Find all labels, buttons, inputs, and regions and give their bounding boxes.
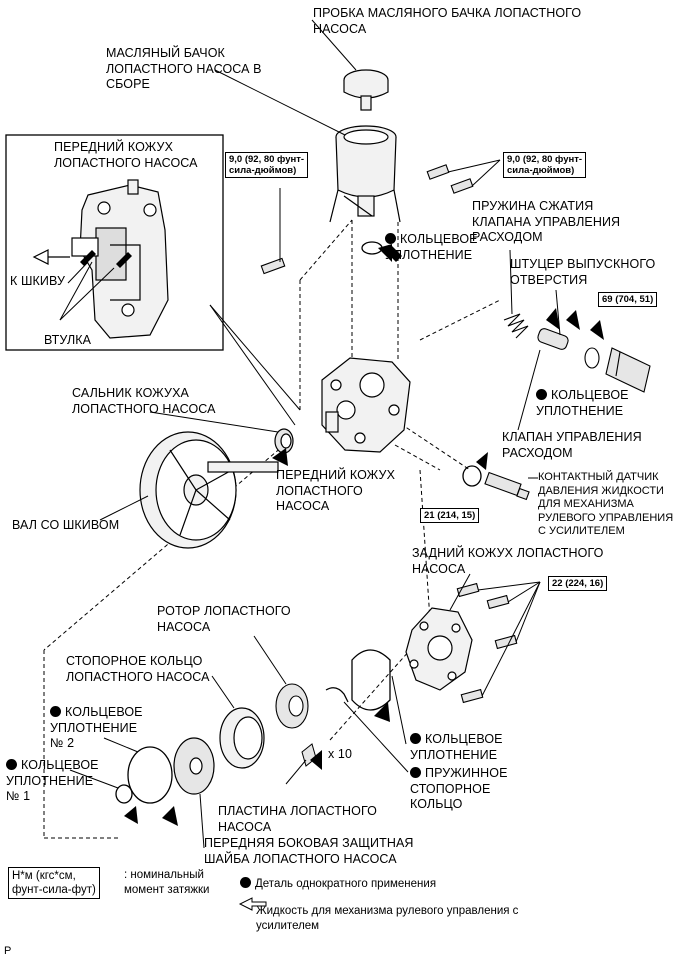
torque-rear: 22 (224, 16) [548, 576, 608, 591]
oring-top-arrow [378, 244, 392, 262]
label-oring-no1-text: КОЛЬЦЕВОЕ УПЛОТНЕНИЕ № 1 [6, 758, 99, 803]
oring-no1-drawing [115, 784, 133, 804]
reservoir-drawing [329, 125, 401, 223]
label-rear-housing: ЗАДНИЙ КОЖУХ ЛОПАСТНОГО НАСОСА [412, 546, 604, 576]
torque-reservoir-right: 9,0 (92, 80 фунт- сила-дюймов) [503, 152, 587, 178]
label-cam-ring: СТОПОРНОЕ КОЛЬЦО ЛОПАСТНОГО НАСОСА [66, 654, 210, 684]
legend-single-use-text: Деталь однократного применения [255, 878, 437, 890]
legend-fluid: Жидкость для механизма рулевого управлен… [256, 905, 519, 932]
label-reservoir-assy: МАСЛЯНЫЙ БАЧОК ЛОПАСТНОГО НАСОСА В СБОРЕ [106, 46, 262, 91]
oil-seal-arrow [272, 448, 288, 466]
alignment-lines [43, 219, 501, 839]
legend-unit-desc: : номинальный момент затяжки [124, 869, 210, 896]
bushing-arrow-1 [80, 250, 96, 266]
single-use-dot [50, 706, 61, 717]
torque-switch: 21 (214, 15) [420, 508, 480, 523]
single-use-dot [536, 389, 547, 400]
reservoir-cap-drawing [343, 69, 389, 111]
single-use-dot [6, 759, 17, 770]
label-oil-seal: САЛЬНИК КОЖУХА ЛОПАСТНОГО НАСОСА [72, 386, 216, 416]
single-use-dot [410, 767, 421, 778]
label-flow-spring: ПРУЖИНА СЖАТИЯ КЛАПАНА УПРАВЛЕНИЯ РАСХОД… [472, 199, 621, 244]
label-snap-ring: ПРУЖИННОЕ СТОПОРНОЕ КОЛЬЦО [410, 766, 508, 813]
side-plate-drawing [173, 737, 215, 795]
label-outlet-union: ШТУЦЕР ВЫПУСКНОГО ОТВЕРСТИЯ [510, 257, 656, 287]
label-to-pulley: К ШКИВУ [10, 274, 66, 288]
front-housing-drawing [321, 357, 411, 453]
label-rotor: РОТОР ЛОПАСТНОГО НАСОСА [157, 604, 291, 634]
oring-rear-drawing [351, 649, 391, 711]
label-pressure-switch: КОНТАКТНЫЙ ДАТЧИК ДАВЛЕНИЯ ЖИДКОСТИ ДЛЯ … [538, 471, 674, 537]
shaft-pulley-drawing [139, 431, 279, 549]
label-oring-no2: КОЛЬЦЕВОЕ УПЛОТНЕНИЕ № 2 [50, 705, 143, 752]
flow-valve-parts [503, 313, 651, 393]
label-side-plate: ПЕРЕДНЯЯ БОКОВАЯ ЗАЩИТНАЯ ШАЙБА ЛОПАСТНО… [204, 836, 414, 866]
label-oring-right-text: КОЛЬЦЕВОЕ УПЛОТНЕНИЕ [536, 388, 629, 418]
torque-reservoir-left: 9,0 (92, 80 фунт- сила-дюймов) [225, 152, 309, 178]
oring-switch-drawing [462, 465, 482, 487]
single-use-dot [410, 733, 421, 744]
label-x10: x 10 [328, 747, 353, 761]
inset-frame [5, 134, 224, 351]
reservoir-bolts [260, 164, 474, 275]
cam-ring-drawing [219, 707, 265, 769]
label-oring-no2-text: КОЛЬЦЕВОЕ УПЛОТНЕНИЕ № 2 [50, 705, 143, 750]
label-oring-top-text: КОЛЬЦЕВОЕ УПЛОТНЕНИЕ [385, 232, 478, 262]
label-vane-plate: ПЛАСТИНА ЛОПАСТНОГО НАСОСА [218, 804, 377, 834]
legend-unit-box: Н*м (кгс*см, фунт-сила-фут) [8, 867, 100, 899]
snap-ring-drawing [325, 687, 349, 703]
label-flow-valve: КЛАПАН УПРАВЛЕНИЯ РАСХОДОМ [502, 430, 642, 460]
torque-union: 69 (704, 51) [598, 292, 658, 307]
label-oring-top: КОЛЬЦЕВОЕ УПЛОТНЕНИЕ [385, 232, 478, 263]
label-oring-right: КОЛЬЦЕВОЕ УПЛОТНЕНИЕ [536, 388, 629, 419]
label-oring-rear-text: КОЛЬЦЕВОЕ УПЛОТНЕНИЕ [410, 732, 503, 762]
label-front-housing-inset: ПЕРЕДНИЙ КОЖУХ ЛОПАСТНОГО НАСОСА [54, 140, 198, 170]
rotor-drawing [275, 683, 309, 729]
pressure-switch-drawing [484, 471, 530, 501]
single-use-dot [385, 233, 396, 244]
oring-no2-drawing [127, 746, 173, 804]
label-front-housing: ПЕРЕДНИЙ КОЖУХ ЛОПАСТНОГО НАСОСА [276, 468, 396, 513]
oil-seal-drawing [274, 428, 294, 454]
label-bushing: ВТУЛКА [44, 333, 92, 347]
legend-fluid-arrow [238, 897, 267, 911]
bushing-arrow-2 [116, 252, 132, 268]
legend-single-use: Деталь однократного применения [240, 877, 436, 892]
page-marker: P [4, 945, 12, 957]
label-oring-rear: КОЛЬЦЕВОЕ УПЛОТНЕНИЕ [410, 732, 503, 763]
label-reservoir-cap: ПРОБКА МАСЛЯНОГО БАЧКА ЛОПАСТНОГО НАСОСА [313, 6, 582, 36]
label-oring-no1: КОЛЬЦЕВОЕ УПЛОТНЕНИЕ № 1 [6, 758, 99, 805]
legend-single-use-dot [240, 877, 251, 888]
label-snap-ring-text: ПРУЖИННОЕ СТОПОРНОЕ КОЛЬЦО [410, 766, 508, 811]
rear-housing-drawing [405, 607, 473, 691]
fluid-arrow-inset [32, 249, 49, 265]
label-shaft-pulley: ВАЛ СО ШКИВОМ [12, 518, 120, 532]
